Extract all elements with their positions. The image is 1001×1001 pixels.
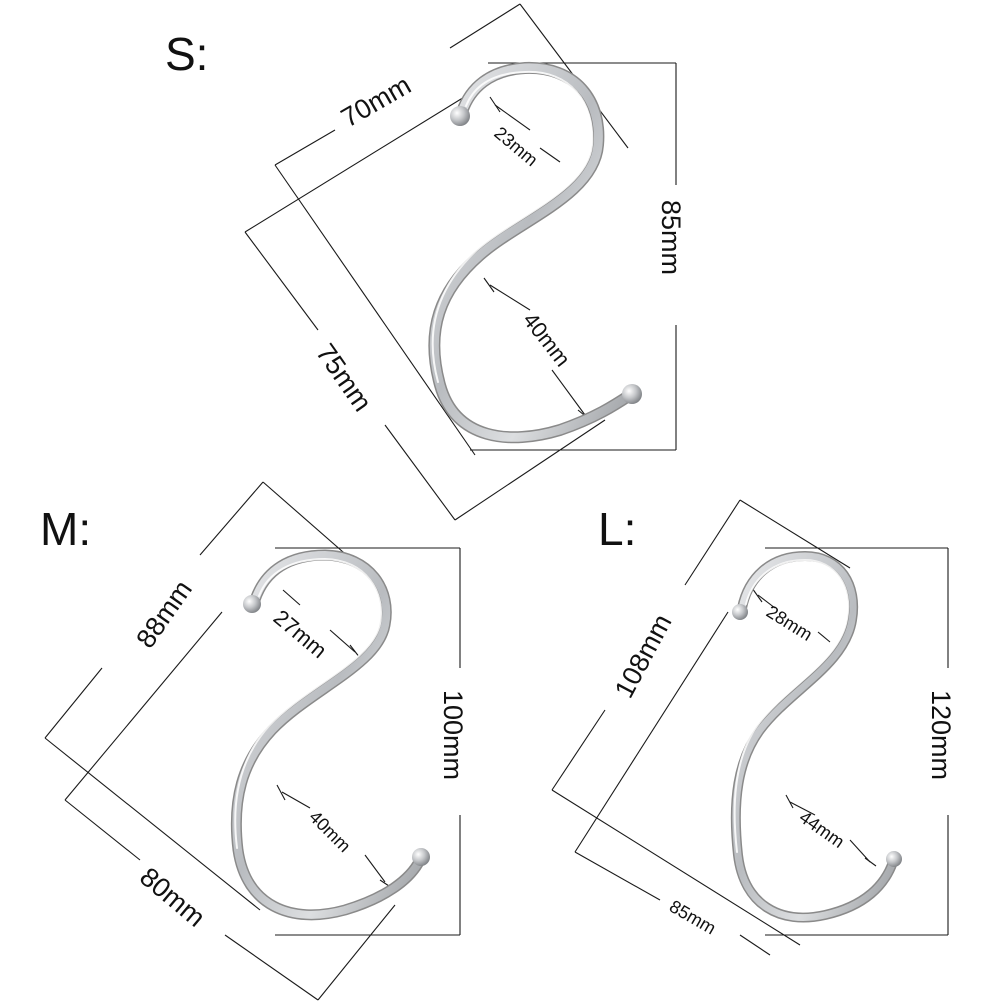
hook-ball-tip <box>732 604 748 620</box>
dim-diagonal-large: 85mm <box>666 896 719 938</box>
dim-tick <box>483 277 495 293</box>
dim-line <box>244 74 501 233</box>
dimension-frame-small <box>244 3 677 521</box>
size-label-s: S: <box>165 28 208 80</box>
dim-line <box>317 904 396 1001</box>
dim-line <box>282 589 301 606</box>
dim-line <box>539 147 561 163</box>
dim-line <box>684 499 741 586</box>
dim-line <box>739 934 771 956</box>
size-label-l: L: <box>598 503 636 555</box>
dim-tick <box>785 794 794 809</box>
dim-line <box>274 164 476 456</box>
dim-line <box>574 851 661 901</box>
dim-line <box>224 934 319 1001</box>
dim-width-large: 108mm <box>609 609 678 703</box>
hook-group-medium: M: <box>40 481 468 1001</box>
s-hook-medium <box>230 549 430 921</box>
dim-width-small: 70mm <box>336 70 416 133</box>
dim-line <box>64 799 141 861</box>
dim-width-medium: 88mm <box>130 575 198 654</box>
dim-line <box>757 594 776 609</box>
dim-bottom-gap-large: 44mm <box>796 807 848 852</box>
dim-bottom-gap-small: 40mm <box>518 308 575 372</box>
dim-line <box>551 709 606 791</box>
dim-line <box>274 129 336 166</box>
dim-line <box>329 629 356 653</box>
dim-line <box>574 611 729 853</box>
dim-line <box>817 631 831 643</box>
dim-bottom-gap-medium: 40mm <box>305 807 355 857</box>
dim-diagonal-small: 75mm <box>310 338 378 417</box>
dim-top-gap-medium: 27mm <box>269 605 332 663</box>
hook-group-small: S: <box>165 3 686 521</box>
dim-line <box>44 667 103 739</box>
dim-line <box>849 839 871 863</box>
dim-line <box>551 369 586 416</box>
s-hook-small <box>428 61 642 444</box>
dim-line <box>199 481 264 556</box>
hook-ball-tip <box>412 848 430 866</box>
hook-ball-tip <box>622 384 642 404</box>
hook-ball-tip <box>450 106 470 126</box>
dim-line <box>364 854 386 883</box>
dim-line <box>489 284 531 311</box>
dim-tick <box>751 587 763 603</box>
dim-top-gap-large: 28mm <box>763 601 816 644</box>
dim-line <box>281 791 311 809</box>
dim-line <box>454 419 606 521</box>
dim-line <box>494 104 531 131</box>
dim-top-gap-small: 23mm <box>490 123 541 170</box>
dim-line <box>44 737 261 911</box>
dimension-frame-medium <box>44 481 461 1001</box>
dim-diagonal-medium: 80mm <box>134 862 211 933</box>
dim-height-large: 120mm <box>926 690 956 780</box>
dim-line <box>244 231 319 331</box>
dim-height-medium: 100mm <box>438 690 468 780</box>
dim-tick <box>864 857 877 867</box>
dim-height-small: 85mm <box>656 200 686 275</box>
dim-tick <box>276 784 286 801</box>
dim-line <box>64 611 223 801</box>
hook-ball-tip <box>243 595 261 613</box>
size-label-m: M: <box>40 503 91 555</box>
dim-line <box>449 3 521 49</box>
dim-line <box>739 499 851 569</box>
dim-line <box>551 789 801 946</box>
hook-group-large: L: <box>551 499 956 956</box>
hook-ball-tip <box>886 851 902 867</box>
dim-line <box>384 424 456 521</box>
dimension-frame-large <box>551 499 949 956</box>
s-hook-large <box>730 550 902 923</box>
dim-tick <box>489 96 501 113</box>
dim-line <box>789 801 816 816</box>
